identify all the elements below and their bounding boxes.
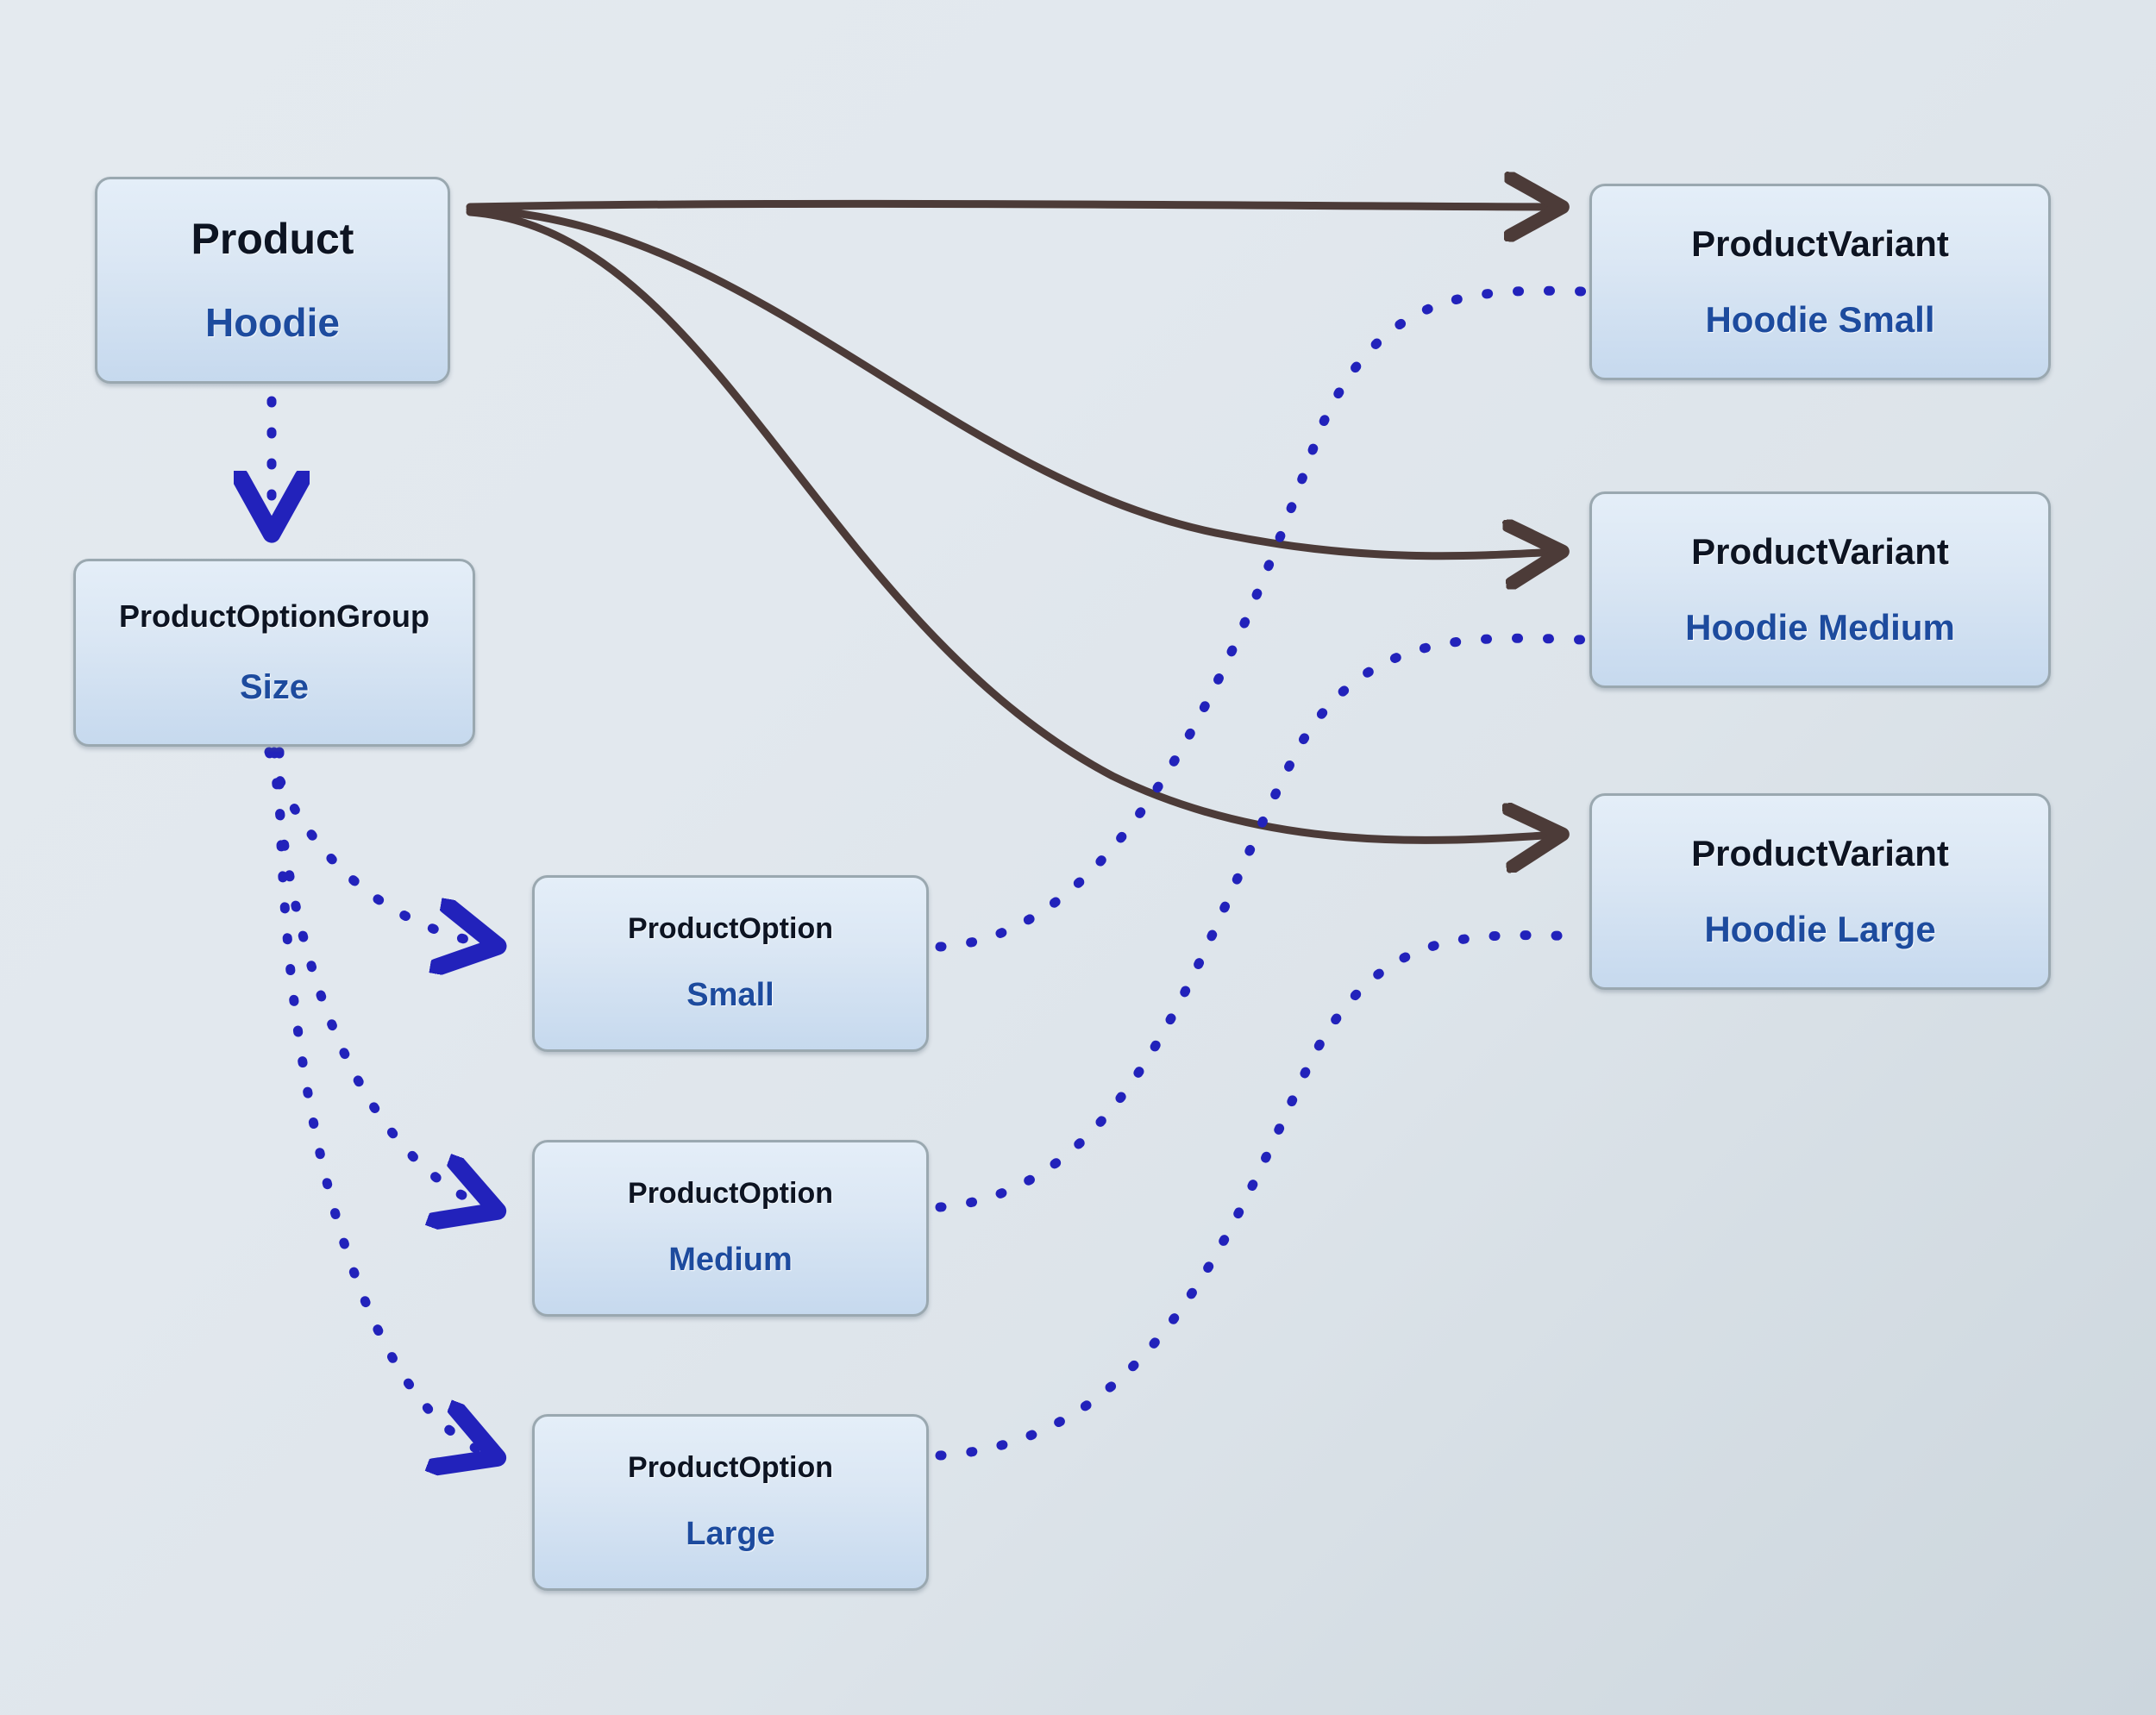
node-product-variant-large-value: Hoodie Large	[1704, 909, 1936, 949]
node-product-option-small-type: ProductOption	[628, 911, 833, 945]
node-product-option-group-value: Size	[239, 667, 310, 706]
edge-option-medium-to-variant-medium	[935, 633, 1588, 1212]
node-product-option-large[interactable]: ProductOption Large	[532, 1414, 929, 1591]
node-product-option-medium[interactable]: ProductOption Medium	[532, 1140, 929, 1317]
node-product-value: Hoodie	[205, 300, 340, 346]
node-product-option-large-type: ProductOption	[628, 1450, 833, 1484]
node-product-option-group-type: ProductOptionGroup	[119, 598, 429, 635]
node-product-variant-medium[interactable]: ProductVariant Hoodie Medium	[1589, 491, 2051, 688]
edge-optiongroup-to-option-small	[264, 747, 492, 945]
node-product-option-large-value: Large	[686, 1516, 775, 1553]
node-product-variant-large[interactable]: ProductVariant Hoodie Large	[1589, 793, 2051, 990]
edge-product-to-variant-medium	[466, 205, 1557, 556]
node-product-option-small-value: Small	[686, 977, 774, 1014]
edge-optiongroup-to-option-medium	[269, 747, 492, 1209]
edge-option-large-to-variant-large	[935, 930, 1588, 1461]
node-product-variant-small[interactable]: ProductVariant Hoodie Small	[1589, 184, 2051, 380]
edge-product-to-variant-large	[466, 208, 1557, 840]
edge-option-small-to-variant-small	[935, 285, 1588, 952]
edge-optiongroup-to-option-large	[274, 747, 492, 1455]
node-product-option-small[interactable]: ProductOption Small	[532, 875, 929, 1052]
node-product-variant-large-type: ProductVariant	[1691, 832, 1949, 873]
node-product-option-medium-value: Medium	[668, 1242, 793, 1279]
node-product[interactable]: Product Hoodie	[95, 177, 450, 384]
node-product-variant-small-type: ProductVariant	[1691, 222, 1949, 264]
node-product-variant-medium-type: ProductVariant	[1691, 530, 1949, 572]
node-product-type: Product	[191, 215, 354, 264]
node-product-variant-medium-value: Hoodie Medium	[1685, 607, 1955, 648]
edge-product-to-variant-small	[466, 203, 1557, 207]
node-product-option-medium-type: ProductOption	[628, 1176, 833, 1210]
node-product-variant-small-value: Hoodie Small	[1705, 299, 1935, 340]
node-product-option-group[interactable]: ProductOptionGroup Size	[73, 559, 475, 747]
